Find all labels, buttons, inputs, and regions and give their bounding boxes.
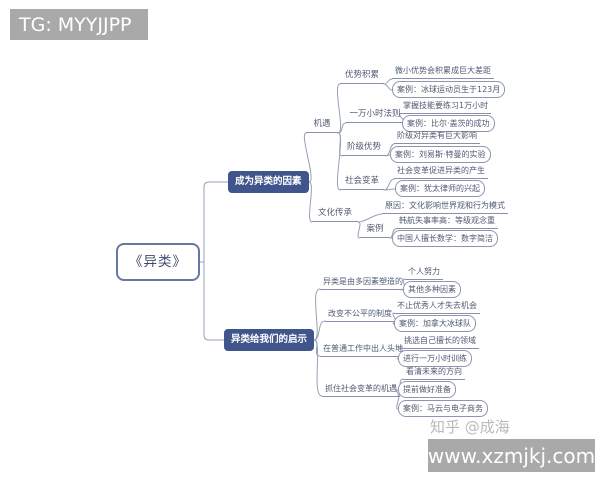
- leaf-korean-air: 韩航失事率高：等级观念重: [396, 215, 498, 229]
- watermark-telegram: TG: MYYJJPP: [10, 9, 148, 40]
- topic-opportunity: 机遇: [306, 119, 338, 133]
- case-jack-ma: 案例：马云与电子商务: [398, 400, 488, 417]
- leaf-future-direction: 看清未来的方向: [403, 366, 465, 380]
- topic-case: 案例: [360, 224, 390, 238]
- case-hockey-players: 案例：冰球运动员生于123月: [392, 81, 506, 98]
- leaf-skill-practice: 掌握技能要练习1万小时: [400, 100, 492, 114]
- case-10000-training: 进行一万小时训练: [398, 350, 472, 367]
- case-bill-gates: 案例：比尔·盖茨的成功: [402, 115, 495, 132]
- topic-multi-factors: 异类是由多因素塑造的: [320, 276, 406, 290]
- leaf-social-change-outliers: 社会变革促进异类的产生: [394, 165, 488, 179]
- case-jewish-lawyers: 案例：犹太律师的兴起: [395, 180, 485, 197]
- case-other-factors: 其他多种因素: [403, 281, 461, 298]
- topic-class-advantage: 阶级优势: [342, 142, 386, 156]
- topic-10000-hours-rule: 一万小时法则: [346, 109, 404, 123]
- leaf-culture-worldview: 原因：文化影响世界观和行为模式: [382, 200, 508, 214]
- leaf-small-advantages: 微小优势会积累成巨大差距: [392, 65, 494, 79]
- topic-cultural-heritage: 文化传承: [312, 208, 358, 222]
- branch-lessons: 异类给我们的启示: [224, 329, 315, 351]
- topic-seize-social-change: 抓住社会变革的机遇: [322, 383, 400, 397]
- leaf-personal-effort: 个人努力: [405, 266, 443, 280]
- topic-change-unfair-system: 改变不公平的制度: [325, 308, 395, 322]
- watermark-zhihu: 知乎 @成海: [430, 418, 510, 436]
- topic-stand-out-ordinary-work: 在普通工作中出人头地: [320, 343, 406, 357]
- root-topic-yilei: 《异类》: [116, 243, 200, 281]
- topic-social-change: 社会变革: [340, 176, 384, 190]
- case-terman-experiment: 案例：刘易斯·特曼的实验: [390, 146, 491, 163]
- case-prepare-ahead: 提前做好准备: [398, 381, 456, 398]
- leaf-pick-strong-field: 挑选自己擅长的领域: [401, 335, 479, 349]
- case-canada-hockey: 案例：加拿大冰球队: [394, 315, 476, 332]
- branch-factors: 成为异类的因素: [228, 171, 309, 193]
- case-chinese-math: 中国人擅长数学：数字简洁: [392, 230, 498, 247]
- topic-advantage-accumulation: 优势积累: [340, 70, 384, 84]
- leaf-class-influence: 阶级对异类有巨大影响: [394, 130, 480, 144]
- watermark-site: www.xzmjkj.com: [428, 439, 595, 472]
- leaf-talent-lose-chance: 不止优秀人才失去机会: [394, 300, 480, 314]
